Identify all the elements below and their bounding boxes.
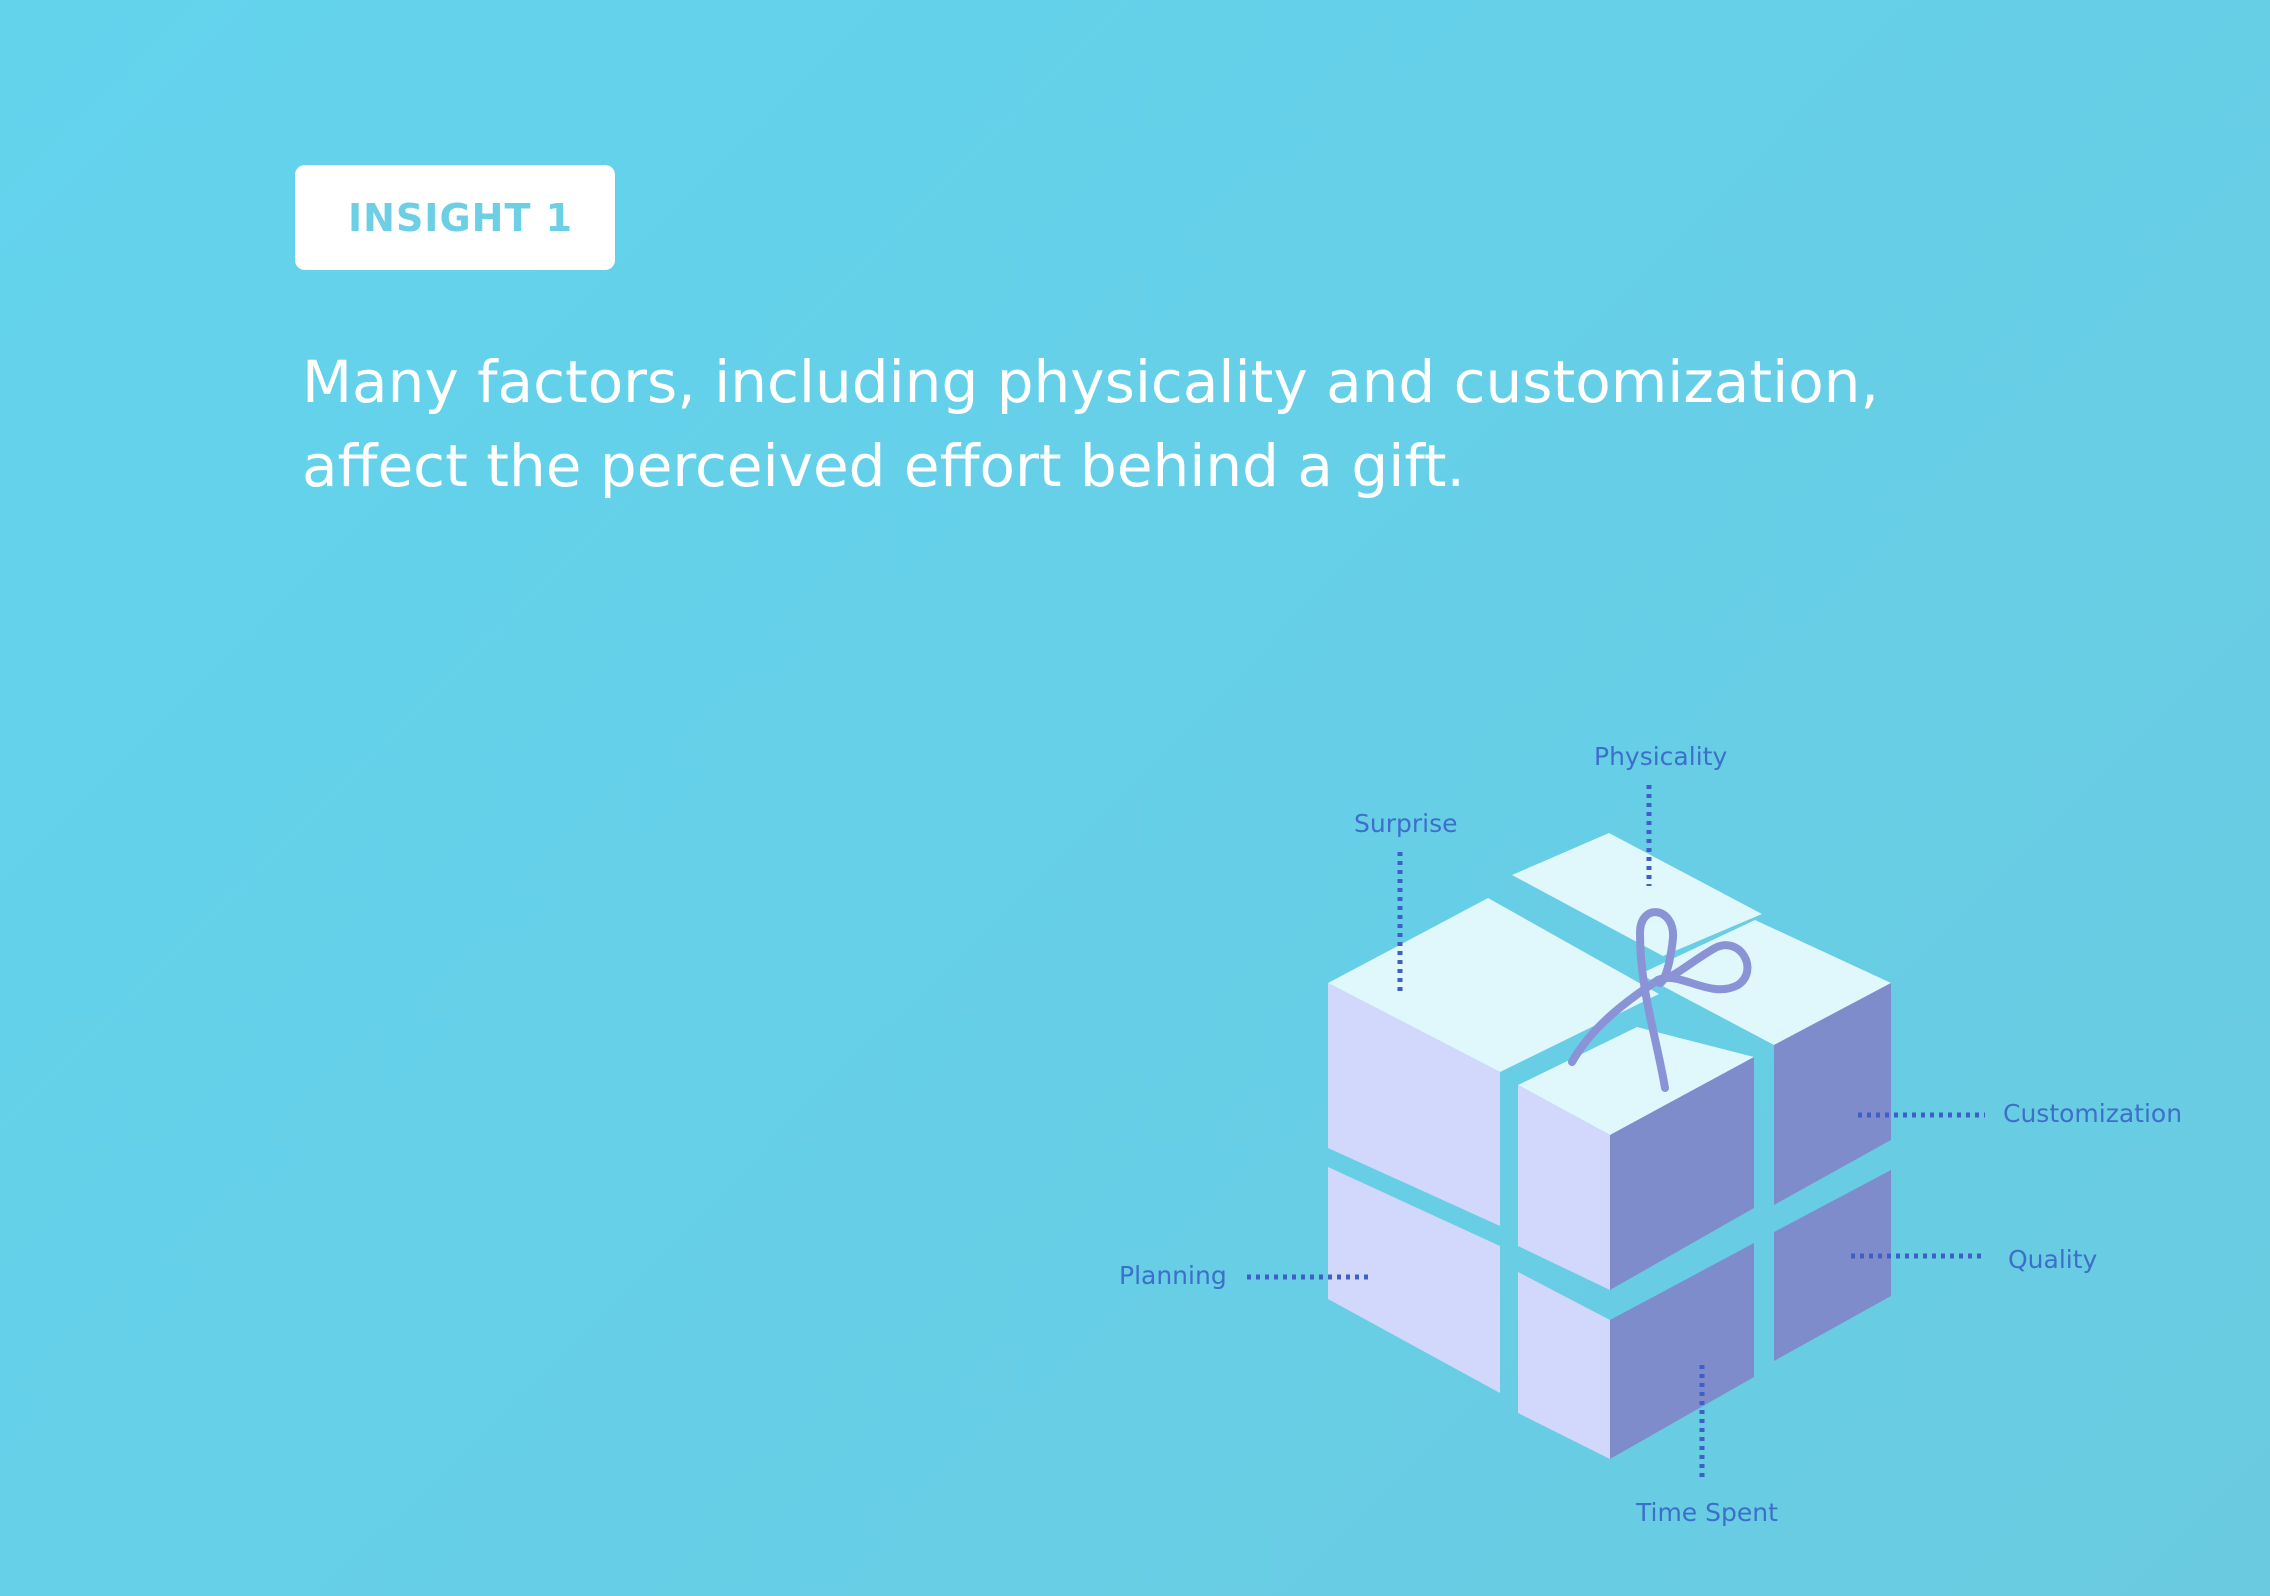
top-face-left bbox=[1328, 898, 1659, 1072]
label-surprise: Surprise bbox=[1354, 809, 1458, 838]
right-face-upper-front bbox=[1610, 1057, 1754, 1290]
top-face-front bbox=[1518, 1027, 1754, 1135]
bow-icon bbox=[1568, 908, 1752, 1092]
insight-badge-label: INSIGHT 1 bbox=[348, 195, 574, 240]
headline-line-1: Many factors, including physicality and … bbox=[302, 348, 1879, 416]
factor-labels: Physicality Surprise Customization Quali… bbox=[1119, 742, 2182, 1527]
headline: Many factors, including physicality and … bbox=[302, 340, 2002, 508]
left-face-upper-front bbox=[1518, 1085, 1610, 1290]
headline-line-2: affect the perceived effort behind a gif… bbox=[302, 432, 1465, 500]
right-face-lower-front bbox=[1610, 1243, 1754, 1459]
left-face-lower-back bbox=[1328, 1167, 1500, 1393]
label-physicality: Physicality bbox=[1594, 742, 1727, 771]
right-face-lower-back bbox=[1774, 1170, 1891, 1361]
label-quality: Quality bbox=[2008, 1245, 2098, 1274]
top-face-back bbox=[1512, 833, 1762, 956]
label-planning: Planning bbox=[1119, 1261, 1227, 1290]
label-time-spent: Time Spent bbox=[1635, 1498, 1778, 1527]
insight-badge: INSIGHT 1 bbox=[295, 165, 615, 270]
left-face-upper-back bbox=[1328, 983, 1500, 1226]
left-face-lower-front bbox=[1518, 1272, 1610, 1459]
leader-lines bbox=[1247, 785, 1985, 1478]
label-customization: Customization bbox=[2003, 1099, 2182, 1128]
right-face-upper-back bbox=[1774, 983, 1891, 1205]
gift-box bbox=[1328, 833, 1891, 1459]
